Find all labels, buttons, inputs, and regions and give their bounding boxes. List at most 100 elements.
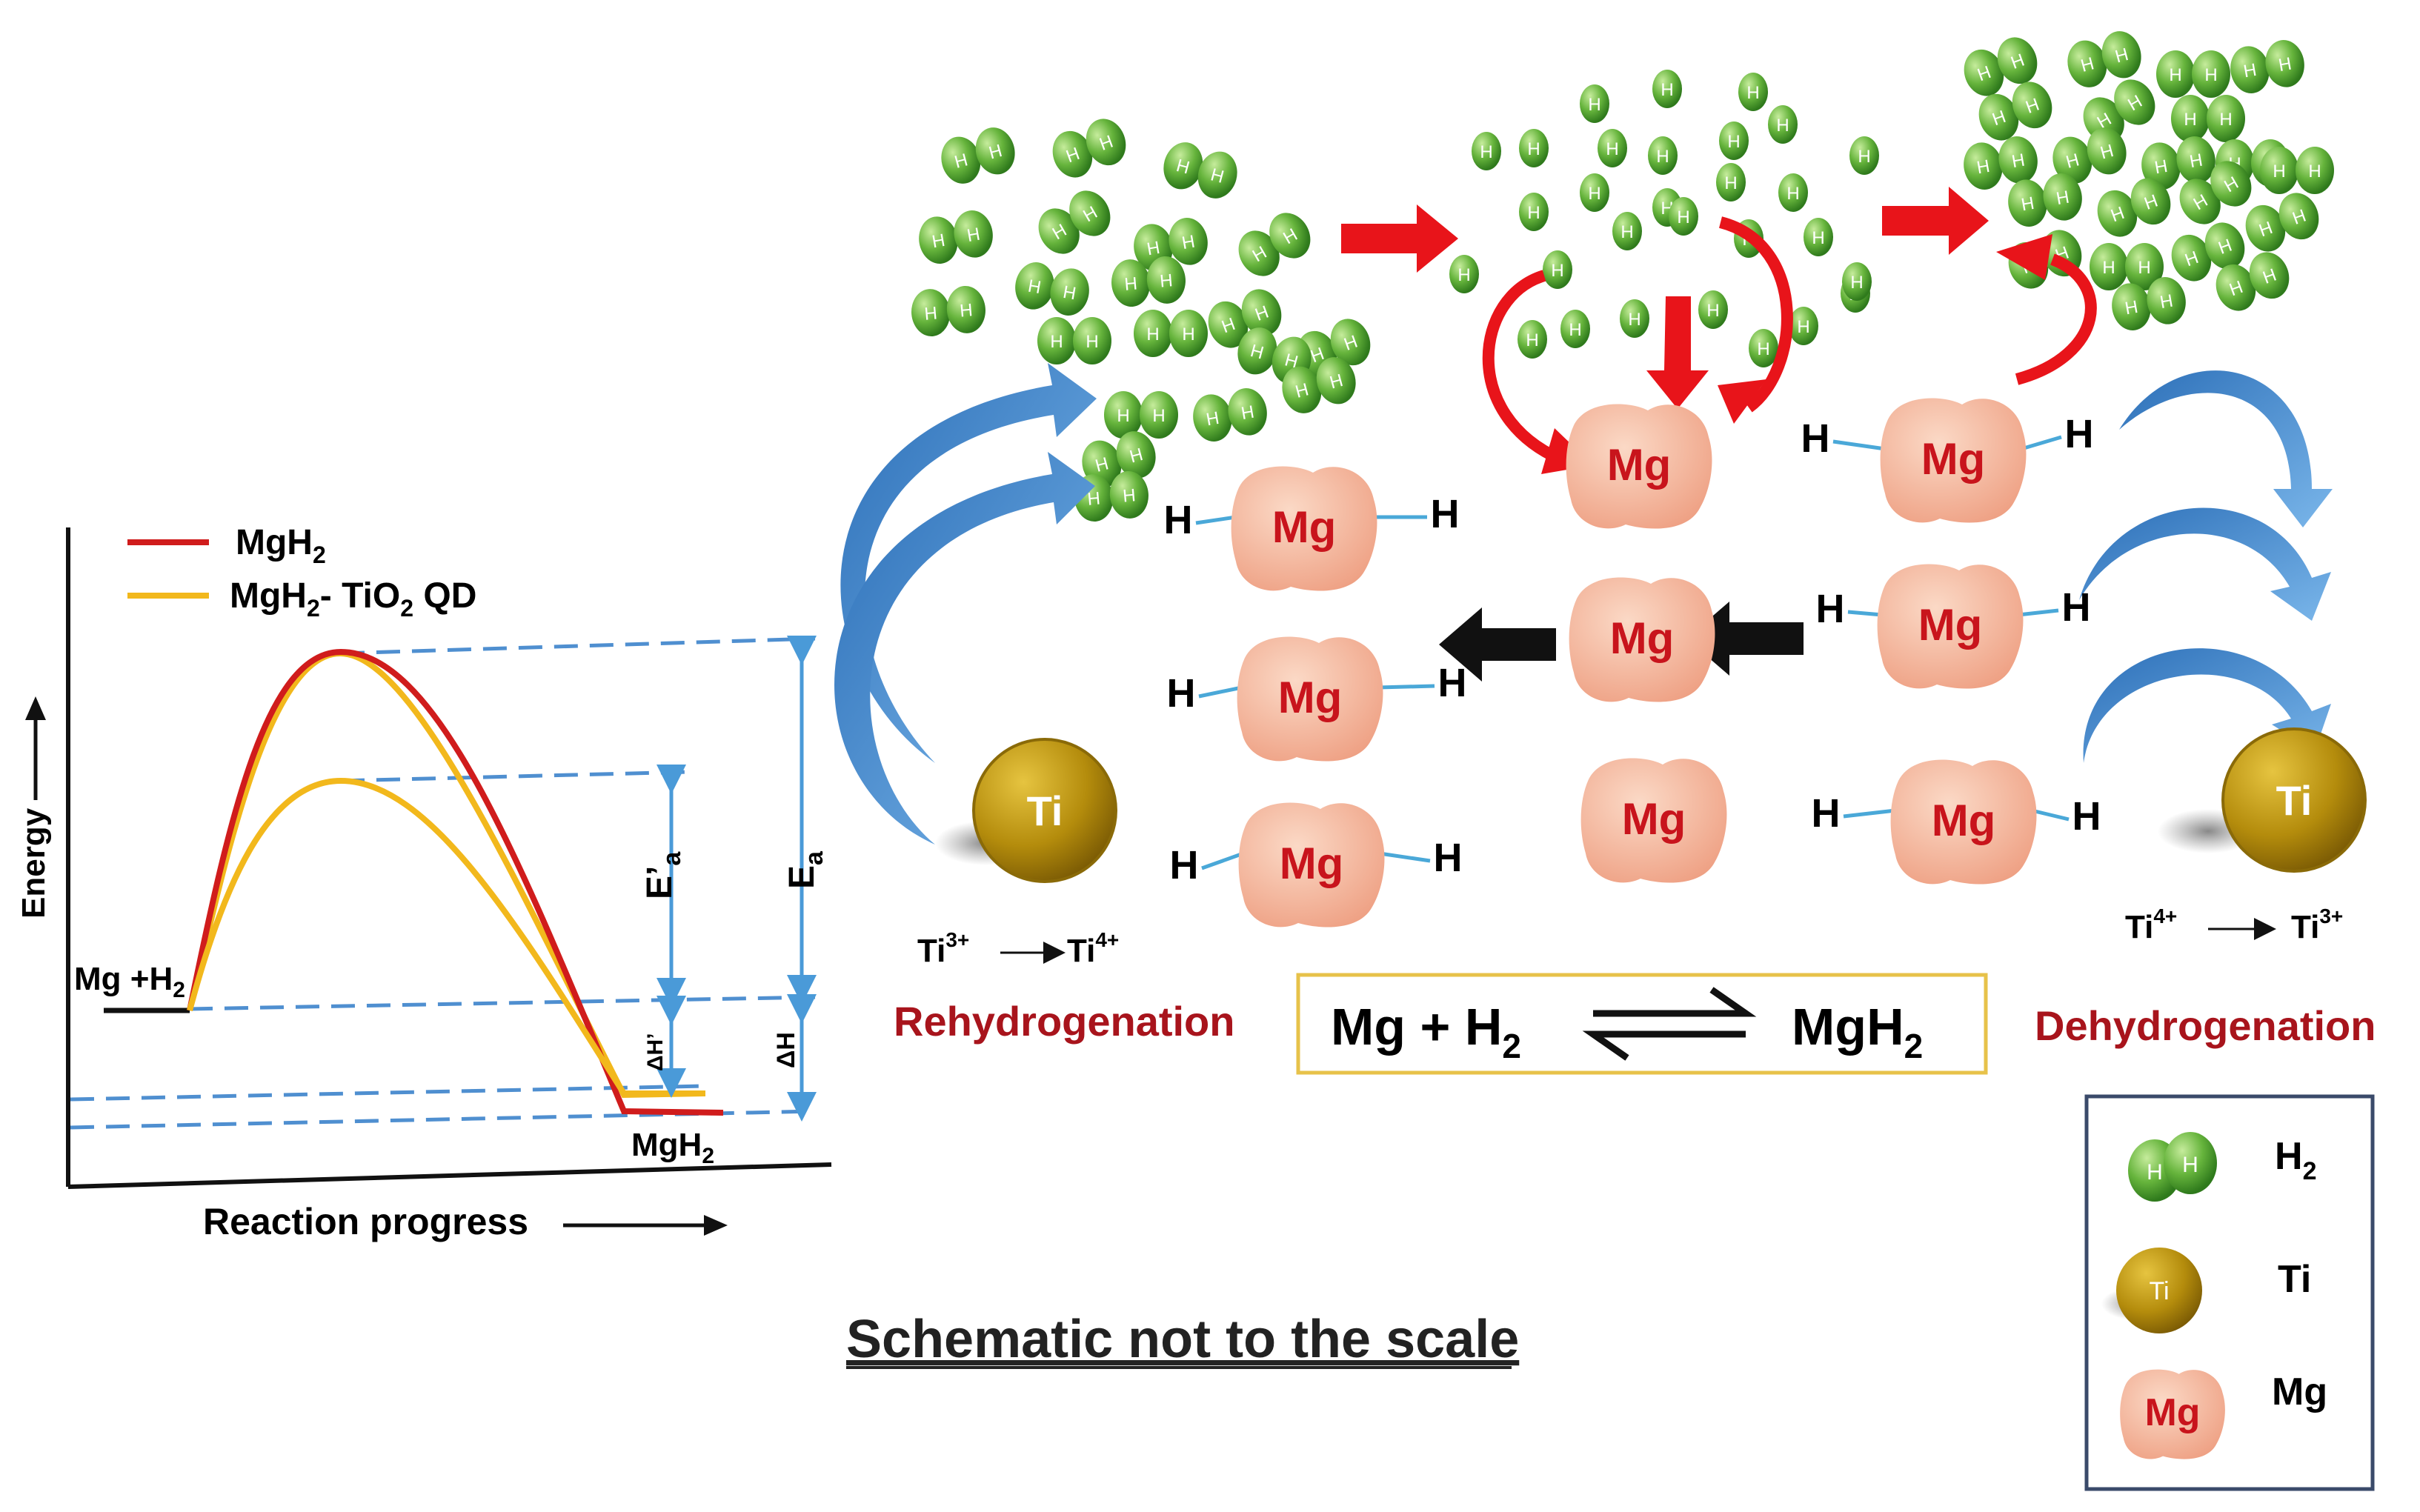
svg-text:H: H: [1117, 406, 1129, 426]
legend-label-mgh2-tio2: MgH2- TiO2 QD: [230, 576, 476, 622]
mg-label: Mg: [1918, 600, 1983, 650]
svg-text:H: H: [2098, 141, 2116, 164]
h2-molecule-icon: HH: [2215, 252, 2290, 311]
ti-left-oxidation: Ti3+ Ti4+: [917, 928, 1119, 969]
h2-molecule-icon: HH: [2171, 222, 2245, 282]
svg-text:H: H: [1174, 156, 1192, 179]
svg-text:H: H: [1152, 406, 1165, 426]
h-atom-icon: H: [1716, 163, 1746, 202]
h-atom-icon: H: [1768, 105, 1798, 144]
svg-text:H: H: [2147, 1160, 2163, 1185]
key-mg-icon: Mg: [2120, 1369, 2225, 1459]
guide-reactant: [188, 995, 816, 1011]
h-atom-icon: H: [1472, 132, 1501, 170]
svg-text:H: H: [1527, 203, 1540, 223]
h-atom-icon: H: [1543, 250, 1572, 289]
svg-text:H: H: [2102, 258, 2115, 278]
blue-arrow-dehyd-1: [2119, 370, 2333, 527]
h-atom-icon: H: [1580, 84, 1609, 123]
svg-text:ΔH: ΔH: [772, 1032, 800, 1068]
guide-tio2-peak: [340, 770, 690, 783]
h-bond-label: H: [2072, 794, 2101, 839]
svg-text:H: H: [987, 141, 1005, 164]
h-atom-icon: H: [1698, 290, 1728, 329]
svg-text:H: H: [2273, 161, 2285, 181]
blue-arrow-rehyd-upper: [840, 363, 1097, 763]
key-ti-label: Ti: [2278, 1258, 2311, 1301]
mg-label: Mg: [1280, 839, 1344, 888]
h2-molecule-icon: HH: [2083, 79, 2155, 143]
h-bond-label: H: [1167, 671, 1196, 716]
black-arrows: [1439, 602, 1804, 682]
h-bond-label: H: [2062, 585, 2091, 630]
h-atom-icon: H: [1598, 129, 1627, 167]
svg-text:H: H: [1569, 320, 1581, 340]
svg-text:H: H: [2020, 193, 2036, 216]
svg-text:H: H: [2055, 187, 2071, 210]
svg-text:H: H: [1661, 80, 1673, 100]
svg-text:H: H: [2204, 65, 2217, 85]
svg-text:H: H: [1093, 453, 1111, 476]
red-curve-dehyd: [2015, 253, 2097, 385]
svg-text:H: H: [923, 303, 938, 324]
mg-particle: Mg: [1580, 758, 1727, 883]
ti-left-label: Ti: [1027, 787, 1063, 834]
svg-text:H: H: [1812, 228, 1824, 248]
equation-left: Mg + H2: [1331, 998, 1521, 1065]
mg-particle: Mg: [1566, 404, 1712, 529]
svg-text:H: H: [965, 224, 982, 247]
svg-text:H: H: [2184, 110, 2196, 130]
blue-arrow-dehyd-2: [2079, 507, 2331, 621]
mg-label: Mg: [1921, 434, 1986, 484]
h-atom-icon: H: [1518, 320, 1547, 359]
h-bond-label: H: [1812, 791, 1841, 836]
guide-mgh2-peak: [340, 636, 816, 656]
svg-text:H: H: [1975, 156, 1992, 179]
h2-molecule-icon: HH: [1038, 190, 1111, 254]
reverse-harpoon: [1582, 1030, 1746, 1061]
svg-text:H: H: [1588, 95, 1600, 115]
svg-text:H: H: [1677, 207, 1689, 227]
svg-text:H: H: [1757, 339, 1769, 359]
h2-molecule-icon: HH: [1964, 37, 2038, 96]
footer-note: Schematic not to the scale: [846, 1310, 1519, 1369]
ti-right-label: Ti: [2276, 777, 2313, 824]
svg-text:Ti4+: Ti4+: [2125, 905, 2177, 945]
svg-text:H: H: [1527, 139, 1540, 159]
svg-text:H: H: [1205, 408, 1221, 430]
ea-prime-label: E’a: [640, 851, 686, 899]
h-atom-icon: H: [1738, 73, 1768, 111]
h-atom-icon: H: [1669, 197, 1698, 236]
svg-text:H: H: [1249, 341, 1266, 364]
h-atom-icon: H: [1519, 129, 1549, 167]
svg-text:H: H: [931, 230, 947, 253]
svg-text:H: H: [2010, 150, 2027, 173]
mg-label: Mg: [1932, 796, 1996, 845]
key-h2-label: H2: [2275, 1135, 2316, 1185]
svg-text:H: H: [1122, 485, 1137, 506]
curve-mgh2-tio2-lower: [187, 777, 705, 1096]
svg-text:H: H: [1086, 488, 1101, 509]
svg-text:H: H: [1240, 402, 1256, 424]
svg-text:H: H: [2182, 1153, 2198, 1177]
h-bond-label: H: [1801, 416, 1830, 461]
svg-text:H: H: [1850, 273, 1863, 293]
mg-label: Mg: [1272, 502, 1337, 552]
